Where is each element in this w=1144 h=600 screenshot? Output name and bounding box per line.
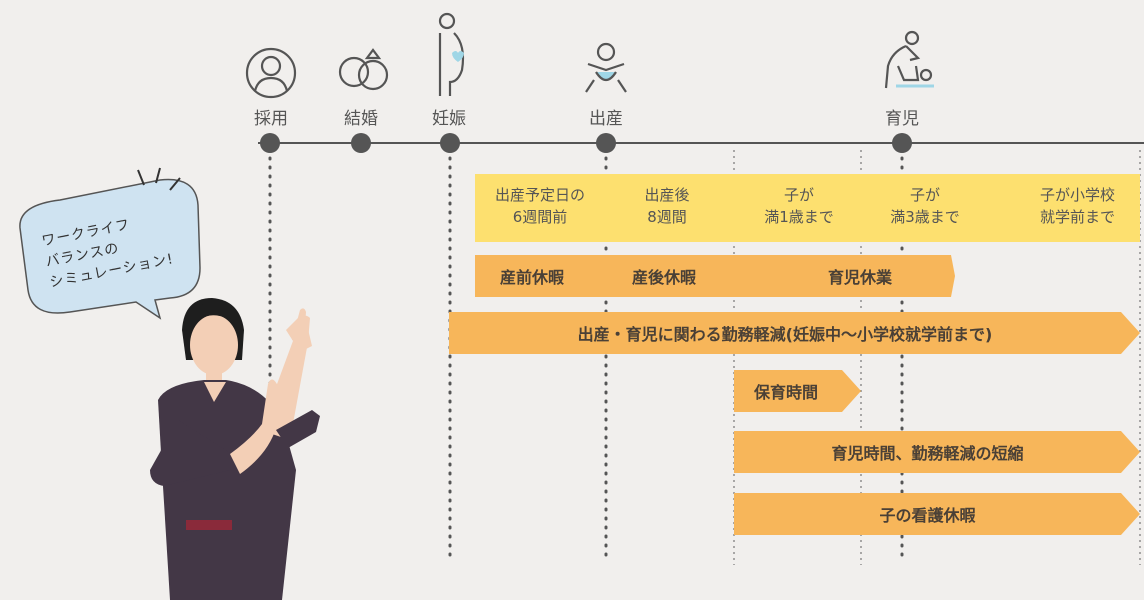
nurse-illustration — [150, 298, 320, 600]
stage-label-childcare: 育児 — [885, 109, 919, 129]
person-icon — [245, 47, 297, 99]
leave-bar: 産前休暇 産後休暇 育児休業 — [475, 255, 955, 297]
stage-label-hire: 採用 — [254, 109, 288, 129]
child-nursing-leave-label: 子の看護休暇 — [879, 506, 976, 525]
childcare-icon — [884, 30, 934, 89]
period-cell: 子が 満3歳まで — [890, 186, 960, 226]
period-cell: 出産予定日の 6週間前 — [494, 186, 585, 226]
period-cell: 子が小学校 就学前まで — [1039, 186, 1115, 226]
leave-label-postnatal: 産後休暇 — [632, 268, 697, 287]
childcare-time-bar: 育児時間、勤務軽減の短縮 — [734, 431, 1140, 473]
timeline-dot — [596, 133, 616, 153]
nursing-time-bar: 保育時間 — [734, 370, 861, 412]
leave-label-prenatal: 産前休暇 — [500, 268, 565, 287]
rings-icon — [338, 48, 389, 91]
childcare-time-label: 育児時間、勤務軽減の短縮 — [831, 444, 1024, 463]
baby-icon — [585, 42, 627, 93]
timeline-dot — [351, 133, 371, 153]
child-nursing-leave-bar: 子の看護休暇 — [734, 493, 1140, 535]
timeline-dot — [440, 133, 460, 153]
speech-bubble — [19, 167, 201, 320]
reduced-work-label: 出産・育児に関わる勤務軽減(妊娠中〜小学校就学前まで) — [577, 325, 993, 344]
timeline-dot — [892, 133, 912, 153]
period-header-row: 出産予定日の 6週間前 出産後 8週間 子が 満1歳まで 子が 満3歳まで 子が… — [475, 174, 1140, 242]
leave-label-childcare-leave: 育児休業 — [828, 268, 893, 287]
stage-label-marriage: 結婚 — [344, 109, 378, 129]
period-cell: 出産後 8週間 — [644, 186, 690, 226]
timeline-dot — [260, 133, 280, 153]
nursing-time-label: 保育時間 — [754, 383, 819, 402]
reduced-work-bar: 出産・育児に関わる勤務軽減(妊娠中〜小学校就学前まで) — [449, 312, 1140, 354]
stage-label-birth: 出産 — [589, 109, 623, 129]
stage-label-pregnancy: 妊娠 — [432, 109, 466, 129]
pregnant-woman-icon — [438, 12, 465, 96]
period-cell: 子が 満1歳まで — [764, 186, 834, 226]
